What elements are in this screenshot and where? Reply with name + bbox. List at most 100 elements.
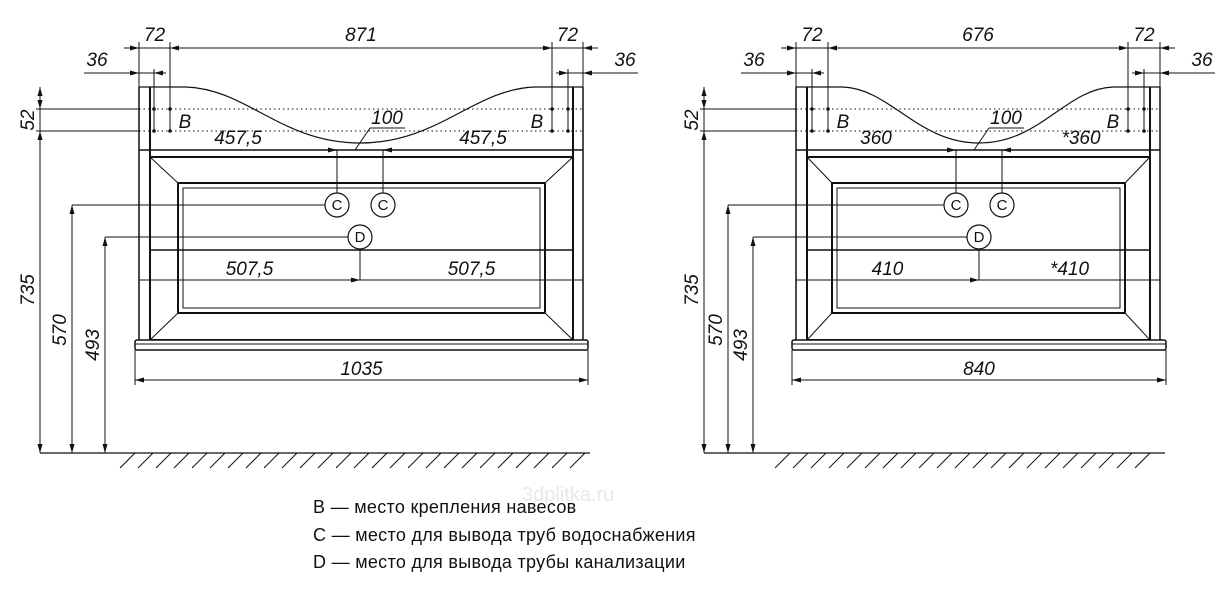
legend-d: D — место для вывода трубы канализации [313,552,686,572]
arrowhead [1157,377,1166,383]
arrowhead [579,377,588,383]
arrowhead [1119,45,1128,51]
arrowhead [701,444,707,453]
floor-hatch [918,452,935,469]
floor-hatch [497,452,514,469]
dim-c-right: 457,5 [459,128,507,149]
dim-72-right: 72 [1133,25,1155,46]
arrowhead [383,147,392,153]
floor-hatch [1044,452,1061,469]
floor-hatch [299,452,316,469]
floor-hatch [1080,452,1097,469]
dim-36-right: 36 [1191,50,1213,71]
dim-width: 1035 [340,359,383,380]
bevel [806,312,833,341]
hanger-label-right: B [531,112,544,133]
arrowhead [947,147,956,153]
watermark: 3dplitka.ru [522,484,615,506]
arrowhead [1135,70,1144,76]
dim-52: 52 [682,109,703,131]
dim-top-middle: 676 [962,25,994,46]
arrowhead [583,70,592,76]
door-panel-inner [836,187,1121,309]
floor-hatch [515,452,532,469]
arrowhead [1160,45,1169,51]
bevel [149,312,179,341]
dim-72-left: 72 [801,25,823,46]
bevel [149,156,179,184]
floor-hatch [227,452,244,469]
arrowhead [130,45,139,51]
dim-pipe-spacing: 100 [371,108,403,129]
dim-d-left: 507,5 [226,259,274,280]
arrowhead [559,70,568,76]
arrowhead [69,205,75,214]
pipe-d-label: D [355,229,366,246]
floor-hatch [173,452,190,469]
floor-hatch [1008,452,1025,469]
arrowhead [750,444,756,453]
floor-hatch [389,452,406,469]
bevel [1124,156,1151,184]
floor-hatch [1116,452,1133,469]
floor-hatch [828,452,845,469]
floor-hatch [900,452,917,469]
floor-hatch [864,452,881,469]
floor-hatch [882,452,899,469]
pipe-c-left-label: C [951,197,962,214]
floor-hatch [155,452,172,469]
arrowhead [351,277,360,283]
arrowhead [750,237,756,246]
dim-d-right: *410 [1050,259,1090,280]
arrowhead [725,205,731,214]
arrowhead [1160,70,1169,76]
arrowhead [1002,147,1011,153]
floor-hatch [569,452,586,469]
floor-hatch [1134,452,1151,469]
dim-c-left: 360 [860,128,892,149]
floor-hatch [371,452,388,469]
floor-hatch [317,452,334,469]
floor-hatch [1098,452,1115,469]
floor-hatch [209,452,226,469]
pipe-c-right-label: C [997,197,1008,214]
dim-c-right: *360 [1061,128,1101,149]
floor-hatch [119,452,136,469]
arrowhead [170,45,179,51]
arrowhead [543,45,552,51]
dim-pipe-spacing: 100 [990,108,1022,129]
arrowhead [69,444,75,453]
basin-outline [139,86,583,144]
plinth [791,339,1167,351]
basin-outline [796,86,1160,144]
floor-hatch [353,452,370,469]
arrowhead [102,237,108,246]
floor-hatch [407,452,424,469]
floor-hatch [191,452,208,469]
arrowhead [328,147,337,153]
floor-hatch [990,452,1007,469]
arrowhead [792,377,801,383]
arrowhead [970,277,979,283]
floor-hatch [1026,452,1043,469]
dim-52: 52 [18,109,39,131]
floor-hatch [810,452,827,469]
legend-b: B — место крепления навесов [313,497,577,517]
dim-36-left: 36 [86,50,108,71]
pipe-c-left-circle [324,192,350,218]
floor-hatch [774,452,791,469]
pipe-c-right-circle [370,192,396,218]
arrowhead [828,45,837,51]
dim-72-right: 72 [557,25,579,46]
pipe-spacing-leader [973,127,990,151]
floor-hatch [533,452,550,469]
floor-hatch [936,452,953,469]
door-panel-outer [831,182,1126,314]
floor-hatch [461,452,478,469]
pipe-d-label: D [974,229,985,246]
floor-hatch [335,452,352,469]
bevel [544,312,574,341]
floor-hatch [846,452,863,469]
dim-d-right: 507,5 [448,259,496,280]
